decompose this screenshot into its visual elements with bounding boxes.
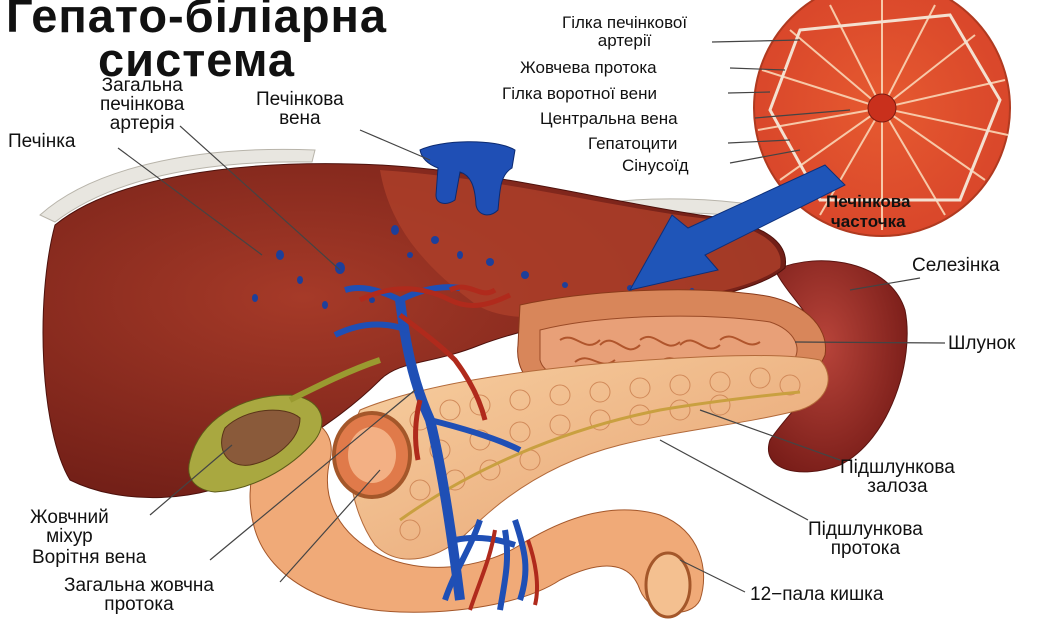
label-hepatic-artery-branch: Гілка печінкової артерії [562, 14, 687, 50]
label-portal-vein: Ворітня вена [32, 548, 146, 567]
label-hepatocytes: Гепатоцити [588, 134, 677, 153]
label-common-hepatic-artery: Загальна печінкова артерія [100, 76, 184, 133]
title-line-2: система [6, 38, 387, 82]
label-common-bile-duct: Загальна жовчна протока [64, 576, 214, 614]
label-central-vein: Центральна вена [540, 109, 678, 128]
label-gallbladder: Жовчний міхур [30, 508, 109, 546]
label-portal-vein-branch: Гілка воротної вени [502, 84, 657, 103]
label-hepatic-vein: Печінкова вена [256, 90, 344, 128]
label-stomach: Шлунок [948, 334, 1015, 353]
label-sinusoid: Сінусоїд [622, 156, 689, 175]
label-liver: Печінка [8, 132, 76, 151]
label-lobule-title: Печінкова часточка [826, 192, 910, 232]
label-pancreas: Підшлункова залоза [840, 458, 955, 496]
label-spleen: Селезінка [912, 256, 1000, 275]
central-vein [868, 94, 896, 122]
duodenum-lumen-inner [348, 427, 396, 483]
label-pancreatic-duct: Підшлункова протока [808, 520, 923, 558]
label-duodenum: 12−пала кишка [750, 585, 883, 604]
label-bile-ductule: Жовчева протока [520, 58, 657, 77]
page-title: Гепато-біліарна система [6, 0, 387, 82]
duodenum-opening [646, 553, 690, 617]
